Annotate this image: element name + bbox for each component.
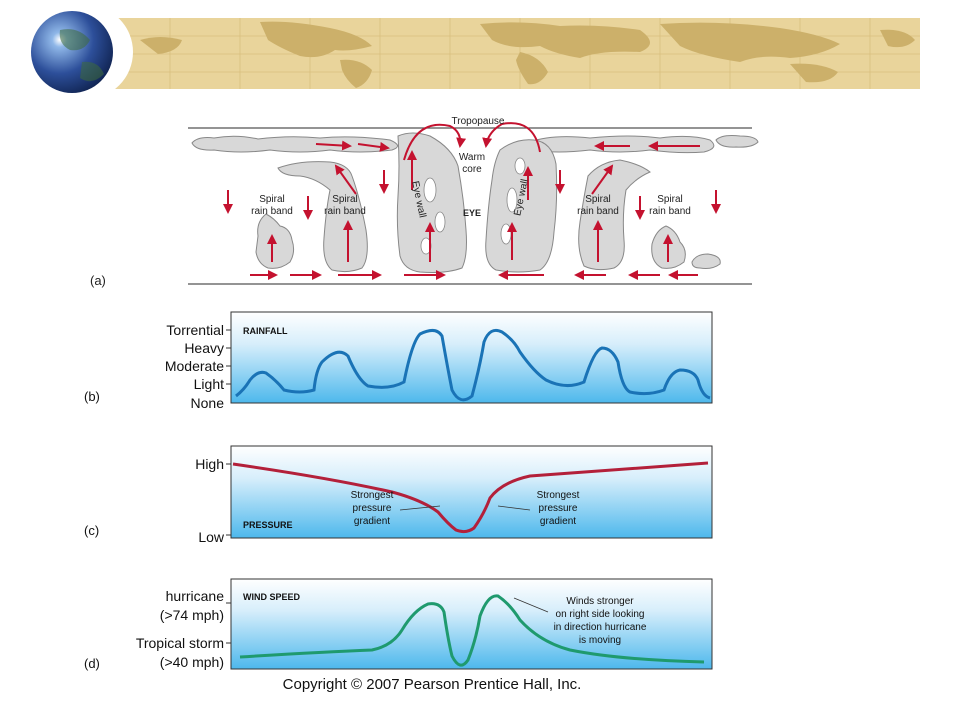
pressure-annotations: Strongest pressure gradient Strongest pr… (351, 490, 580, 527)
small-cloud-ground-right (691, 253, 721, 269)
wind-note-line-1: Winds stronger (566, 596, 634, 607)
outflow-cloud-left (191, 135, 398, 153)
wind-note-leader (513, 597, 549, 613)
arrow-curve-left (403, 123, 467, 161)
rainfall-plot-area (230, 311, 713, 404)
rainfall-title: RAINFALL (243, 326, 288, 336)
arrow-curve-right (482, 122, 541, 153)
wind-hurricane-threshold: (>74 mph) (160, 607, 224, 623)
panel-b-rainfall: Torrential Heavy Moderate Light None RAI… (84, 311, 713, 411)
pressure-plot-area (230, 445, 713, 539)
tropopause-label: Tropopause (452, 116, 505, 127)
rainfall-level-none: None (191, 395, 225, 411)
gradient-leader-lines (399, 505, 531, 511)
panel-a-letter: (a) (90, 273, 106, 288)
panel-a-cross-section: (a) Tropopause Warm core EYE Eye wall Ey… (90, 116, 759, 288)
gradient-right-1: Strongest (537, 490, 580, 501)
wind-axis-labels: hurricane (>74 mph) Tropical storm (>40 … (136, 588, 224, 670)
eyewall-cloud-left (396, 132, 467, 273)
rainfall-curve (235, 328, 711, 402)
map-landmasses (140, 21, 915, 88)
wind-title: WIND SPEED (243, 592, 301, 602)
rainfall-level-heavy: Heavy (184, 340, 224, 356)
warm-core-label-1: Warm (459, 152, 485, 163)
rainfall-level-torrential: Torrential (166, 322, 224, 338)
wind-speed-curve (239, 594, 705, 667)
spiral-label-2a: Spiral (332, 194, 358, 205)
pressure-title: PRESSURE (243, 520, 293, 530)
spiral-label-2b: rain band (324, 206, 366, 217)
gradient-right-3: gradient (540, 516, 576, 527)
wind-hurricane-label: hurricane (166, 588, 225, 604)
warm-core-label-2: core (462, 164, 482, 175)
outflow-cloud-right (529, 135, 715, 154)
wind-note: Winds stronger on right side looking in … (554, 596, 647, 646)
spiral-label-3b: rain band (577, 206, 619, 217)
pressure-high-label: High (195, 456, 224, 472)
wind-note-line-2: on right side looking (556, 609, 645, 620)
header-banner (31, 5, 920, 99)
gradient-left-1: Strongest (351, 490, 394, 501)
pressure-low-label: Low (198, 529, 225, 545)
wind-storm-label: Tropical storm (136, 635, 224, 651)
wind-storm-threshold: (>40 mph) (160, 654, 224, 670)
small-cloud-far-right (715, 135, 759, 148)
panel-d-wind-speed: Winds stronger on right side looking in … (84, 578, 713, 671)
spiral-label-1a: Spiral (259, 194, 285, 205)
spiral-label-4a: Spiral (657, 194, 683, 205)
gradient-left-2: pressure (353, 503, 392, 514)
spiral-label-3a: Spiral (585, 194, 611, 205)
panel-c-letter: (c) (84, 523, 99, 538)
rainfall-level-light: Light (194, 376, 224, 392)
rainfall-labels: Torrential Heavy Moderate Light None (165, 322, 224, 411)
panel-b-letter: (b) (84, 389, 100, 404)
panel-d-letter: (d) (84, 656, 100, 671)
rainfall-level-moderate: Moderate (165, 358, 224, 374)
gradient-right-2: pressure (539, 503, 578, 514)
spiral-label-1b: rain band (251, 206, 293, 217)
pressure-curve (232, 461, 709, 534)
globe-continents (59, 29, 104, 82)
panel-c-pressure: Strongest pressure gradient Strongest pr… (84, 445, 713, 545)
gradient-left-3: gradient (354, 516, 390, 527)
wind-note-line-4: is moving (579, 635, 621, 646)
eye-label: EYE (463, 208, 481, 218)
copyright-notice: Copyright © 2007 Pearson Prentice Hall, … (282, 676, 582, 693)
circulation-arrows (223, 122, 721, 280)
rain-band-cloud-left-outer (255, 213, 295, 269)
spiral-label-4b: rain band (649, 206, 691, 217)
wind-note-line-3: in direction hurricane (554, 622, 647, 633)
